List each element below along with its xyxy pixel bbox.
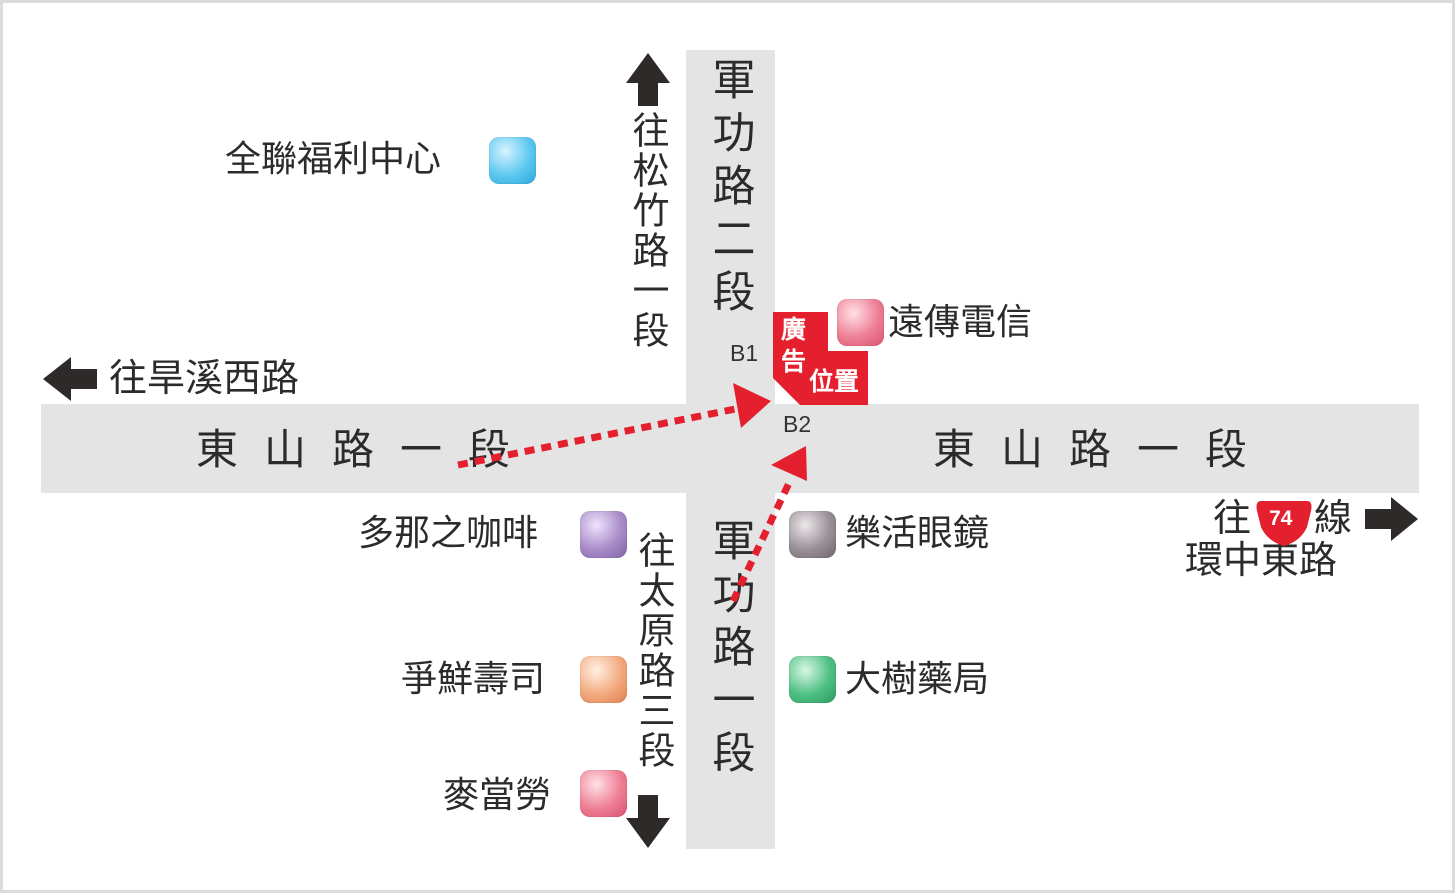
route-shield-icon: [1256, 501, 1312, 546]
ad-text-line1: 廣: [781, 315, 807, 344]
poi-marker-fetnet-icon: [837, 299, 884, 346]
direction-south-label: 往太原路三段: [632, 531, 675, 771]
ad-tag-shape: [773, 312, 868, 405]
poi-label-fetnet: 遠傳電信: [888, 302, 1033, 343]
route-line-west: [457, 403, 746, 469]
direction-east-suffix: 線: [1314, 496, 1353, 540]
arrow-left-icon: [43, 357, 97, 401]
direction-west-label: 往旱溪西路: [109, 356, 300, 400]
route-arrowhead-south-icon: [771, 446, 807, 481]
poi-marker-lohas-glasses-icon: [789, 511, 836, 558]
road-name-west: 東山路一段: [196, 425, 537, 474]
direction-north-label: 往松竹路一段: [626, 111, 669, 351]
poi-label-pxmart: 全聯福利中心: [225, 139, 442, 180]
arrow-down-icon: [626, 795, 670, 848]
route-arrowhead-west-icon: [733, 383, 771, 428]
ad-spot-b1: B1: [730, 340, 759, 366]
poi-marker-dona-coffee-icon: [580, 511, 627, 558]
poi-label-mcdonalds: 麥當勞: [443, 775, 552, 816]
poi-label-lohas-glasses: 樂活眼鏡: [845, 513, 990, 554]
route-shield-number: 74: [1269, 507, 1293, 530]
arrow-up-icon: [626, 53, 670, 106]
direction-east-prefix: 往: [1213, 496, 1252, 540]
direction-east-line2: 環中東路: [1185, 538, 1338, 582]
route-line-south: [729, 479, 794, 603]
road-horizontal: [41, 404, 1419, 493]
poi-marker-sushi-express-icon: [580, 656, 627, 703]
poi-marker-mcdonalds-icon: [580, 770, 627, 817]
ad-spot-b2: B2: [783, 411, 812, 437]
poi-label-dona-coffee: 多那之咖啡: [358, 513, 539, 554]
overlay-graphics: [43, 53, 1418, 848]
road-name-south: 軍功路一段: [705, 518, 755, 783]
poi-label-pharmacy: 大樹藥局: [845, 659, 990, 700]
poi-marker-pxmart-icon: [489, 137, 536, 184]
road-name-north: 軍功路二段: [705, 57, 755, 322]
poi-label-sushi-express: 爭鮮壽司: [401, 659, 546, 700]
poi-marker-pharmacy-icon: [789, 656, 836, 703]
arrow-right-icon: [1365, 497, 1418, 541]
ad-text-line3: 位置: [809, 367, 860, 396]
road-name-east: 東山路一段: [933, 425, 1274, 474]
ad-text-line2: 告: [781, 347, 807, 376]
